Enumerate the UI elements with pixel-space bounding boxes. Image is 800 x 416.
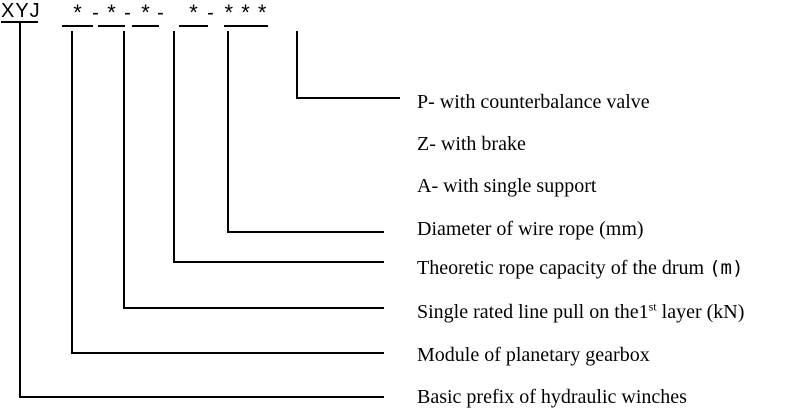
label-rope-capacity: Theoretic rope capacity of the drum (m)	[417, 255, 743, 281]
code-field-line-pull: *	[98, 2, 125, 27]
label-rated-line-pull-sup: st	[648, 299, 657, 314]
label-rated-line-pull-pre: Single rated line pull on the1	[417, 301, 649, 323]
code-field-rope-diameter: *	[179, 2, 208, 27]
label-rated-line-pull: Single rated line pull on the1st layer (…	[417, 299, 744, 325]
code-prefix: XYJ	[1, 0, 41, 23]
leader-basic-prefix-line	[19, 23, 384, 398]
leader-rope-capacity-line	[173, 31, 384, 263]
code-separator-4: -	[207, 2, 214, 24]
label-counterbalance-valve: P- with counterbalance valve	[417, 91, 650, 113]
label-rated-line-pull-post: layer (kN)	[656, 301, 745, 323]
code-separator-1: -	[92, 2, 99, 24]
label-basic-prefix: Basic prefix of hydraulic winches	[417, 386, 687, 408]
label-rope-capacity-unit: (m)	[709, 257, 744, 279]
code-field-suffix-options: * * *	[224, 0, 268, 27]
code-field-module: *	[62, 2, 93, 27]
leader-rope-diameter-line	[227, 31, 384, 233]
code-separator-2: -	[124, 2, 131, 24]
code-separator-3: -	[157, 2, 164, 24]
label-brake: Z- with brake	[417, 133, 526, 155]
leader-valve-code-line	[296, 31, 400, 99]
leader-module-line	[71, 31, 384, 354]
label-wire-rope-diameter: Diameter of wire rope (mm)	[417, 218, 644, 240]
label-rope-capacity-text: Theoretic rope capacity of the drum	[417, 257, 710, 279]
label-single-support: A- with single support	[417, 175, 597, 197]
leader-line-pull-line	[123, 31, 384, 309]
label-planetary-gearbox: Module of planetary gearbox	[417, 344, 650, 366]
code-field-rope-capacity: *	[132, 2, 159, 27]
